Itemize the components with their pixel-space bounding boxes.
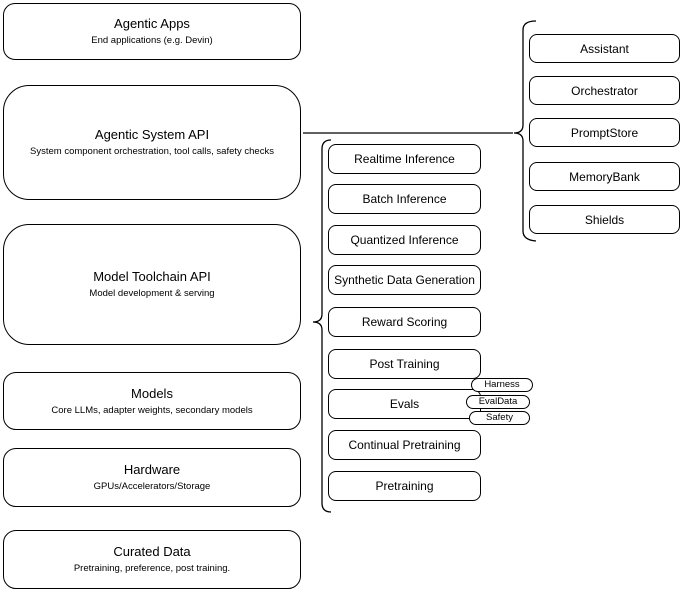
node-label: Post Training (369, 357, 440, 371)
node-continual-pretraining: Continual Pretraining (328, 430, 481, 460)
node-promptstore: PromptStore (529, 118, 680, 147)
node-post-training: Post Training (328, 349, 481, 379)
node-batch-inference: Batch Inference (328, 184, 481, 214)
node-label: Pretraining (375, 479, 434, 493)
node-assistant: Assistant (529, 34, 680, 63)
node-label: PromptStore (570, 125, 639, 140)
node-hardware: Hardware GPUs/Accelerators/Storage (3, 448, 301, 507)
node-title: Agentic System API (94, 127, 210, 143)
node-label: MemoryBank (569, 169, 640, 184)
node-shields: Shields (529, 205, 680, 234)
node-label: Reward Scoring (361, 315, 448, 329)
node-subtitle: GPUs/Accelerators/Storage (93, 481, 211, 493)
node-title: Curated Data (113, 544, 191, 560)
tag-label: Harness (484, 379, 520, 391)
node-models: Models Core LLMs, adapter weights, secon… (3, 372, 301, 430)
node-subtitle: System component orchestration, tool cal… (30, 146, 274, 158)
node-title: Agentic Apps (114, 16, 190, 32)
node-subtitle: Pretraining, preference, post training. (73, 563, 231, 575)
node-curated-data: Curated Data Pretraining, preference, po… (3, 530, 301, 589)
node-model-toolchain-api: Model Toolchain API Model development & … (3, 224, 301, 345)
node-label: Synthetic Data Generation (334, 273, 475, 287)
node-reward-scoring: Reward Scoring (328, 307, 481, 337)
node-orchestrator: Orchestrator (529, 76, 680, 105)
node-memorybank: MemoryBank (529, 162, 680, 191)
node-agentic-apps: Agentic Apps End applications (e.g. Devi… (3, 3, 301, 60)
brace-toolchain-group (312, 139, 332, 513)
node-label: Evals (389, 397, 420, 411)
tag-label: Safety (486, 412, 513, 424)
brace-system-components-group (513, 20, 537, 242)
node-title: Hardware (123, 462, 181, 478)
node-label: Shields (584, 212, 625, 227)
node-subtitle: End applications (e.g. Devin) (91, 35, 213, 47)
node-subtitle: Core LLMs, adapter weights, secondary mo… (51, 404, 253, 416)
node-label: Assistant (580, 41, 629, 56)
node-realtime-inference: Realtime Inference (328, 144, 481, 174)
tag-safety: Safety (469, 411, 530, 425)
node-title: Model Toolchain API (93, 269, 211, 285)
node-title: Models (131, 385, 173, 401)
node-label: Quantized Inference (350, 233, 459, 247)
node-label: Orchestrator (571, 83, 638, 98)
tag-harness: Harness (471, 378, 533, 392)
node-quantized-inference: Quantized Inference (328, 225, 481, 255)
node-pretraining: Pretraining (328, 471, 481, 501)
tag-evaldata: EvalData (466, 395, 530, 409)
node-subtitle: Model development & serving (89, 288, 215, 300)
node-label: Realtime Inference (354, 152, 455, 166)
tag-label: EvalData (478, 396, 518, 408)
node-evals: Evals (328, 389, 481, 419)
node-synthetic-data-generation: Synthetic Data Generation (328, 265, 481, 295)
node-agentic-system-api: Agentic System API System component orch… (3, 85, 301, 200)
node-label: Continual Pretraining (348, 438, 461, 452)
node-label: Batch Inference (362, 192, 447, 206)
